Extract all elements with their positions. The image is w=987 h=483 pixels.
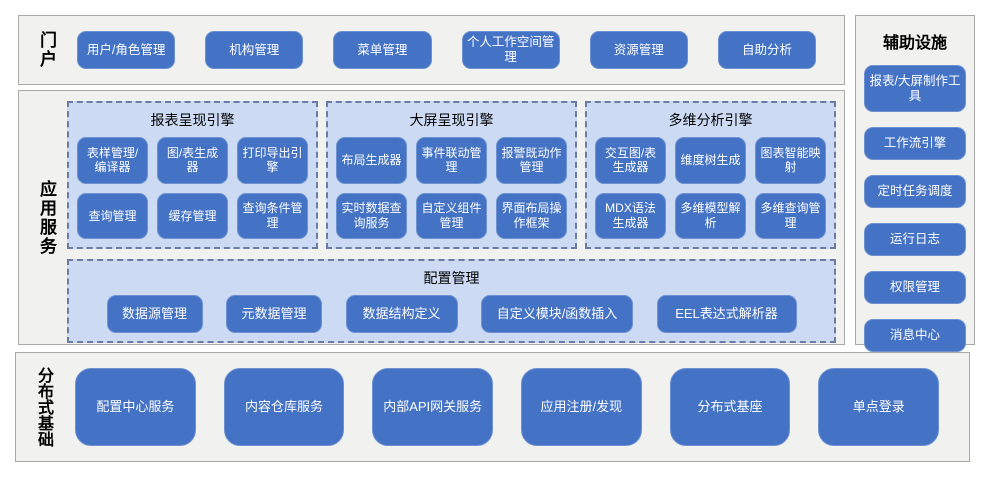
portal-item-1: 机构管理 (205, 31, 304, 69)
report-item-1: 图/表生成器 (157, 137, 228, 184)
portal-section: 门户 用户/角色管理 机构管理 菜单管理 个人工作空间管理 资源管理 自助分析 (18, 15, 845, 85)
auxiliary-item-2: 定时任务调度 (864, 175, 966, 208)
olap-item-1: 维度树生成 (675, 137, 746, 184)
portal-label: 门户 (37, 31, 56, 69)
engine-grid-report: 表样管理/编译器 图/表生成器 打印导出引擎 查询管理 缓存管理 查询条件管理 (77, 137, 308, 239)
engine-group-olap: 多维分析引擎 交互图/表生成器 维度树生成 图表智能映射 MDX语法生成器 多维… (585, 101, 836, 249)
olap-item-0: 交互图/表生成器 (595, 137, 666, 184)
distributed-label: 分布式基础 (35, 367, 52, 447)
bigscreen-item-4: 自定义组件管理 (416, 192, 487, 239)
portal-row: 用户/角色管理 机构管理 菜单管理 个人工作空间管理 资源管理 自助分析 (55, 31, 844, 69)
auxiliary-item-5: 消息中心 (864, 319, 966, 352)
config-row: 数据源管理 元数据管理 数据结构定义 自定义模块/函数插入 EEL表达式解析器 (77, 295, 826, 333)
report-item-2: 打印导出引擎 (237, 137, 308, 184)
report-item-3: 查询管理 (77, 192, 148, 239)
auxiliary-item-1: 工作流引擎 (864, 127, 966, 160)
portal-item-5: 自助分析 (717, 31, 817, 69)
bigscreen-item-1: 事件联动管理 (416, 137, 487, 184)
distributed-item-2: 内部API网关服务 (372, 368, 494, 446)
olap-item-4: 多维模型解析 (675, 192, 746, 239)
config-item-0: 数据源管理 (106, 295, 203, 333)
distributed-section: 分布式基础 配置中心服务 内容仓库服务 内部API网关服务 应用注册/发现 分布… (15, 352, 970, 462)
config-item-1: 元数据管理 (226, 295, 322, 333)
bigscreen-item-5: 界面布局操作框架 (496, 192, 567, 239)
config-title: 配置管理 (423, 270, 480, 286)
engine-group-report: 报表呈现引擎 表样管理/编译器 图/表生成器 打印导出引擎 查询管理 缓存管理 … (67, 101, 318, 249)
auxiliary-item-0: 报表/大屏制作工具 (864, 65, 966, 112)
auxiliary-title: 辅助设施 (882, 35, 947, 52)
app-services-label: 应用服务 (37, 179, 56, 256)
distributed-item-5: 单点登录 (818, 368, 940, 446)
report-item-5: 查询条件管理 (237, 192, 308, 239)
portal-item-0: 用户/角色管理 (77, 31, 176, 69)
auxiliary-section: 辅助设施 报表/大屏制作工具 工作流引擎 定时任务调度 运行日志 权限管理 消息… (855, 15, 975, 352)
bigscreen-item-3: 实时数据查询服务 (336, 192, 407, 239)
report-item-0: 表样管理/编译器 (77, 137, 148, 184)
portal-item-2: 菜单管理 (333, 31, 432, 69)
distributed-item-0: 配置中心服务 (75, 368, 196, 446)
distributed-item-1: 内容仓库服务 (223, 368, 345, 446)
bigscreen-item-0: 布局生成器 (336, 137, 407, 184)
distributed-row: 配置中心服务 内容仓库服务 内部API网关服务 应用注册/发现 分布式基座 单点… (51, 368, 969, 446)
engine-grid-bigscreen: 布局生成器 事件联动管理 报警既动作管理 实时数据查询服务 自定义组件管理 界面… (336, 137, 567, 239)
distributed-item-4: 分布式基座 (669, 368, 791, 446)
engine-group-bigscreen: 大屏呈现引擎 布局生成器 事件联动管理 报警既动作管理 实时数据查询服务 自定义… (326, 101, 577, 249)
engine-row: 报表呈现引擎 表样管理/编译器 图/表生成器 打印导出引擎 查询管理 缓存管理 … (67, 101, 836, 249)
portal-item-4: 资源管理 (589, 31, 688, 69)
distributed-item-3: 应用注册/发现 (521, 368, 642, 446)
portal-item-3: 个人工作空间管理 (461, 31, 560, 69)
engine-title-bigscreen: 大屏呈现引擎 (409, 112, 494, 128)
config-group: 配置管理 数据源管理 元数据管理 数据结构定义 自定义模块/函数插入 EEL表达… (67, 259, 836, 343)
config-item-3: 自定义模块/函数插入 (481, 295, 633, 333)
engine-title-report: 报表呈现引擎 (150, 112, 235, 128)
report-item-4: 缓存管理 (157, 192, 228, 239)
bigscreen-item-2: 报警既动作管理 (496, 137, 567, 184)
auxiliary-item-3: 运行日志 (864, 223, 966, 256)
engine-title-olap: 多维分析引擎 (668, 112, 753, 128)
config-item-2: 数据结构定义 (345, 295, 458, 333)
olap-item-5: 多维查询管理 (755, 192, 826, 239)
engine-grid-olap: 交互图/表生成器 维度树生成 图表智能映射 MDX语法生成器 多维模型解析 多维… (595, 137, 826, 239)
auxiliary-item-4: 权限管理 (864, 271, 966, 304)
olap-item-3: MDX语法生成器 (595, 192, 666, 239)
config-item-4: EEL表达式解析器 (656, 295, 797, 333)
olap-item-2: 图表智能映射 (755, 137, 826, 184)
auxiliary-column: 报表/大屏制作工具 工作流引擎 定时任务调度 运行日志 权限管理 消息中心 (864, 65, 966, 352)
app-services-content: 报表呈现引擎 表样管理/编译器 图/表生成器 打印导出引擎 查询管理 缓存管理 … (55, 91, 844, 344)
app-services-section: 应用服务 报表呈现引擎 表样管理/编译器 图/表生成器 打印导出引擎 查询管理 … (18, 90, 845, 345)
